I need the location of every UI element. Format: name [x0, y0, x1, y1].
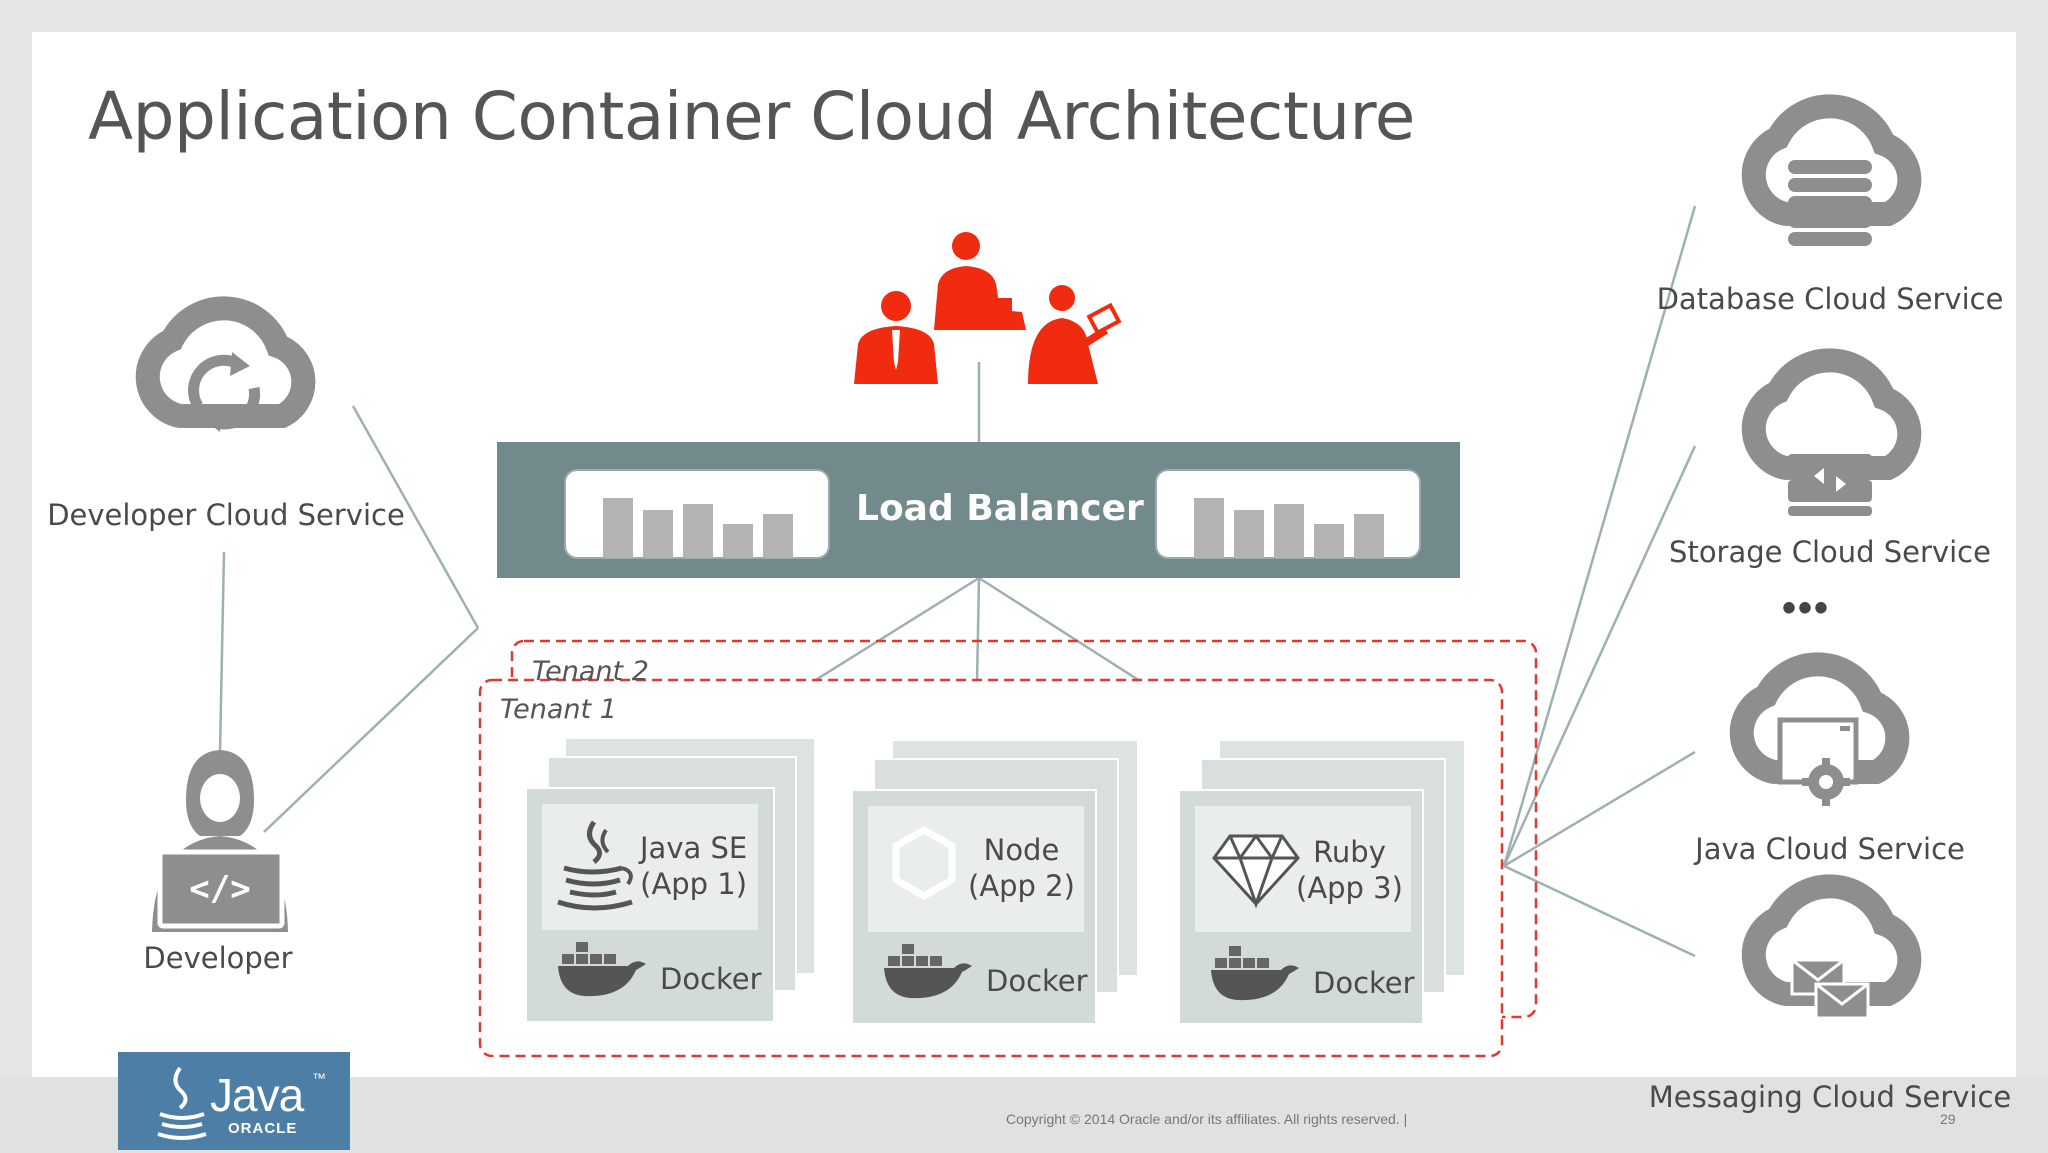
docker-whale-icon-1: [558, 942, 646, 997]
storage-cloud-icon: [1754, 360, 1910, 516]
more-services-ellipsis: •••: [1782, 586, 1831, 630]
ruby-gem-icon: [1212, 833, 1300, 909]
lb-chart-right-icon: [1155, 469, 1421, 559]
java-oracle-logo: Java ™ ORACLE: [118, 1052, 350, 1150]
app-2-title: Node: [983, 833, 1060, 867]
app-stack-2: [851, 741, 1137, 1025]
messaging-cloud-service-label: Messaging Cloud Service: [1648, 1080, 2012, 1114]
developer-person-icon: </>: [152, 750, 288, 932]
database-cloud-icon: [1754, 106, 1910, 246]
app-2-name: Node (App 2): [968, 832, 1075, 904]
copyright-text: Copyright © 2014 Oracle and/or its affil…: [1006, 1111, 1408, 1127]
app-stack-1: [525, 739, 814, 1023]
developer-label: Developer: [143, 941, 293, 975]
java-cloud-icon: [1742, 664, 1898, 806]
app-3-name: Ruby (App 3): [1296, 834, 1403, 906]
storage-cloud-service-label: Storage Cloud Service: [1669, 535, 1991, 569]
developer-cloud-icon: [148, 308, 304, 432]
line-devcloud-to-hub: [351, 405, 480, 629]
line-to-storage: [1502, 445, 1697, 867]
lb-chart-left-icon: [564, 469, 830, 559]
people-icon: [854, 232, 1122, 384]
app-1-subtitle: (App 1): [640, 867, 748, 901]
java-cup-icon: [557, 820, 633, 911]
tenant-1-label: Tenant 1: [500, 694, 617, 725]
java-logo-text: Java: [210, 1069, 304, 1121]
app-2-runtime-label: Docker: [986, 964, 1088, 998]
line-devcloud-to-developer: [218, 551, 226, 753]
docker-whale-icon-2: [884, 944, 972, 999]
docker-whale-icon-3: [1211, 946, 1299, 1001]
app-1-title: Java SE: [640, 831, 748, 865]
developer-cloud-service-label: Developer Cloud Service: [47, 498, 405, 532]
app-3-runtime-label: Docker: [1313, 966, 1415, 1000]
java-logo-cup-icon: [157, 1066, 207, 1140]
app-1-runtime-label: Docker: [660, 962, 762, 996]
svg-text:</>: </>: [189, 869, 250, 909]
java-logo-tm: ™: [312, 1070, 326, 1086]
load-balancer-label: Load Balancer: [856, 488, 1144, 529]
line-hub-to-developer: [263, 627, 479, 833]
messaging-cloud-icon: [1754, 886, 1910, 1020]
oracle-logo-text: ORACLE: [228, 1120, 298, 1137]
app-3-title: Ruby: [1313, 835, 1386, 869]
java-cloud-service-label: Java Cloud Service: [1695, 832, 1965, 866]
page-number: 29: [1940, 1111, 1956, 1127]
slide-title: Application Container Cloud Architecture: [88, 78, 1415, 155]
line-to-java-cloud: [1503, 750, 1696, 868]
app-2-subtitle: (App 2): [968, 869, 1075, 903]
hexagon-icon: [892, 825, 956, 901]
app-3-subtitle: (App 3): [1296, 871, 1403, 905]
app-1-name: Java SE (App 1): [640, 830, 747, 902]
database-cloud-service-label: Database Cloud Service: [1656, 282, 2004, 316]
tenant-2-label: Tenant 2: [532, 656, 649, 687]
line-to-messaging: [1503, 864, 1696, 958]
